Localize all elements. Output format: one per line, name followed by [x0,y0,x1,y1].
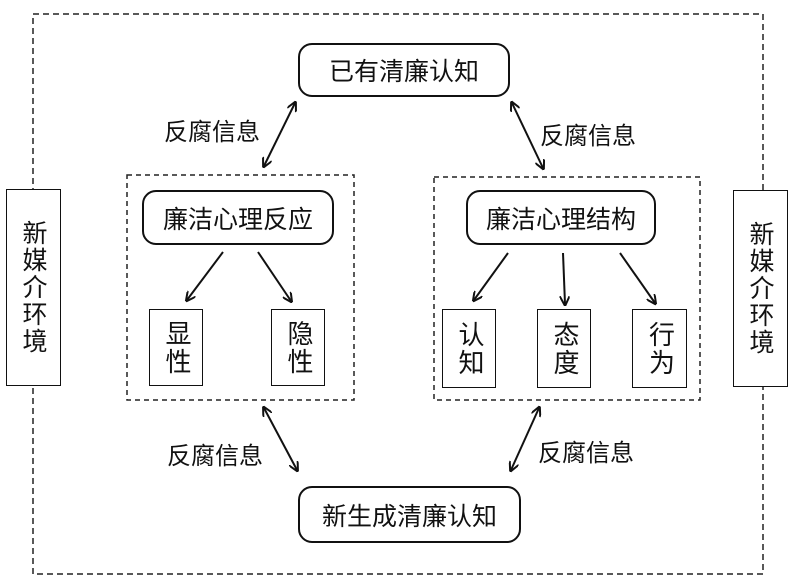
arrow-label-top-right: 反腐信息 [540,122,636,150]
side-left-label: 新媒介环境 [19,220,48,355]
arrow-right-to-attitude [563,252,565,304]
attitude-box: 态度 [537,309,591,388]
arrow-bottom-right [511,408,539,470]
implicit-box: 隐性 [271,309,325,386]
arrow-top-left [264,103,295,166]
behavior-box: 行为 [632,309,687,388]
bottom-box: 新生成清廉认知 [298,486,521,543]
arrow-right-to-cognition [474,252,509,300]
explicit-box: 显性 [149,309,203,386]
arrow-left-to-implicit [257,251,291,301]
bottom-box-label: 新生成清廉认知 [321,501,497,531]
side-right-box: 新媒介环境 [733,190,788,387]
attitude-label: 态度 [549,320,579,377]
arrow-label-bottom-right: 反腐信息 [538,439,634,467]
side-right-label: 新媒介环境 [746,221,775,356]
left-group-title: 廉洁心理反应 [162,204,313,234]
behavior-label: 行为 [644,320,675,377]
right-group-title: 廉洁心理结构 [485,204,636,234]
cognition-label: 认知 [454,320,484,377]
arrow-label-bottom-left: 反腐信息 [167,442,263,470]
left-group-title-box: 廉洁心理反应 [142,190,334,245]
arrow-top-right [512,103,543,168]
arrow-bottom-left [264,408,297,470]
right-group-title-box: 廉洁心理结构 [466,190,656,245]
top-box-label: 已有清廉认知 [328,57,479,86]
cognition-box: 认知 [442,309,496,388]
arrow-label-top-left: 反腐信息 [164,118,260,146]
arrow-right-to-behavior [619,252,655,303]
side-left-box: 新媒介环境 [6,189,61,386]
explicit-label: 显性 [161,319,191,376]
implicit-label: 隐性 [283,319,313,376]
top-box: 已有清廉认知 [298,43,510,97]
right-group-frame [433,176,701,401]
arrow-left-to-explicit [187,251,224,300]
